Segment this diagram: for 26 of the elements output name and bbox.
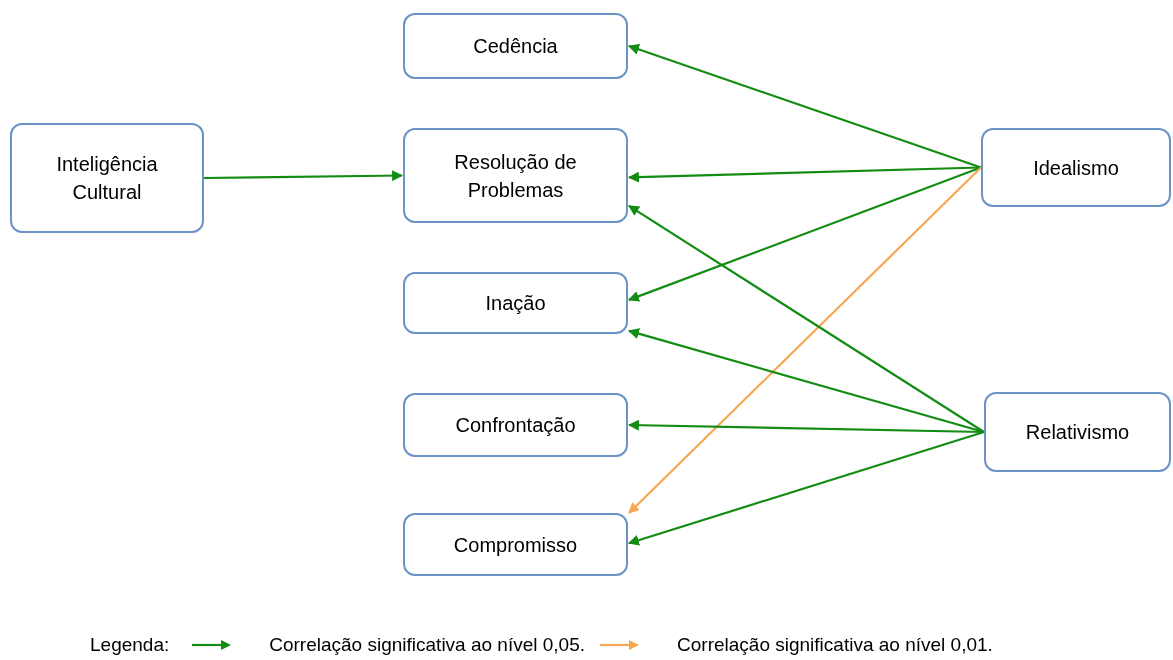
box-label: Resolução de Problemas xyxy=(453,149,578,203)
arrow xyxy=(627,44,982,169)
arrow xyxy=(627,166,982,183)
arrow xyxy=(628,204,985,433)
process-box xyxy=(403,13,628,79)
process-box xyxy=(981,128,1171,207)
legend-text: Correlação significativa ao nível 0,01. xyxy=(677,633,993,657)
legend-text: Correlação significativa ao nível 0,05. xyxy=(269,633,586,657)
box-label: Relativismo xyxy=(1025,420,1130,445)
box-label: Compromisso xyxy=(453,532,578,558)
arrow xyxy=(628,166,982,514)
process-box xyxy=(403,513,628,576)
process-box xyxy=(403,393,628,457)
process-box xyxy=(403,272,628,334)
process-box xyxy=(403,128,628,223)
process-box xyxy=(10,123,204,233)
arrow xyxy=(204,170,404,182)
box-label: Inteligência Cultural xyxy=(55,152,159,205)
arrow xyxy=(627,166,982,302)
box-label: Idealismo xyxy=(1033,155,1119,181)
process-box xyxy=(984,392,1171,472)
box-label: Confrontação xyxy=(455,413,576,438)
box-label: Cedência xyxy=(473,34,558,59)
legend-title: Legenda: xyxy=(90,633,170,657)
arrow xyxy=(627,430,985,546)
box-label: Inação xyxy=(485,291,546,316)
